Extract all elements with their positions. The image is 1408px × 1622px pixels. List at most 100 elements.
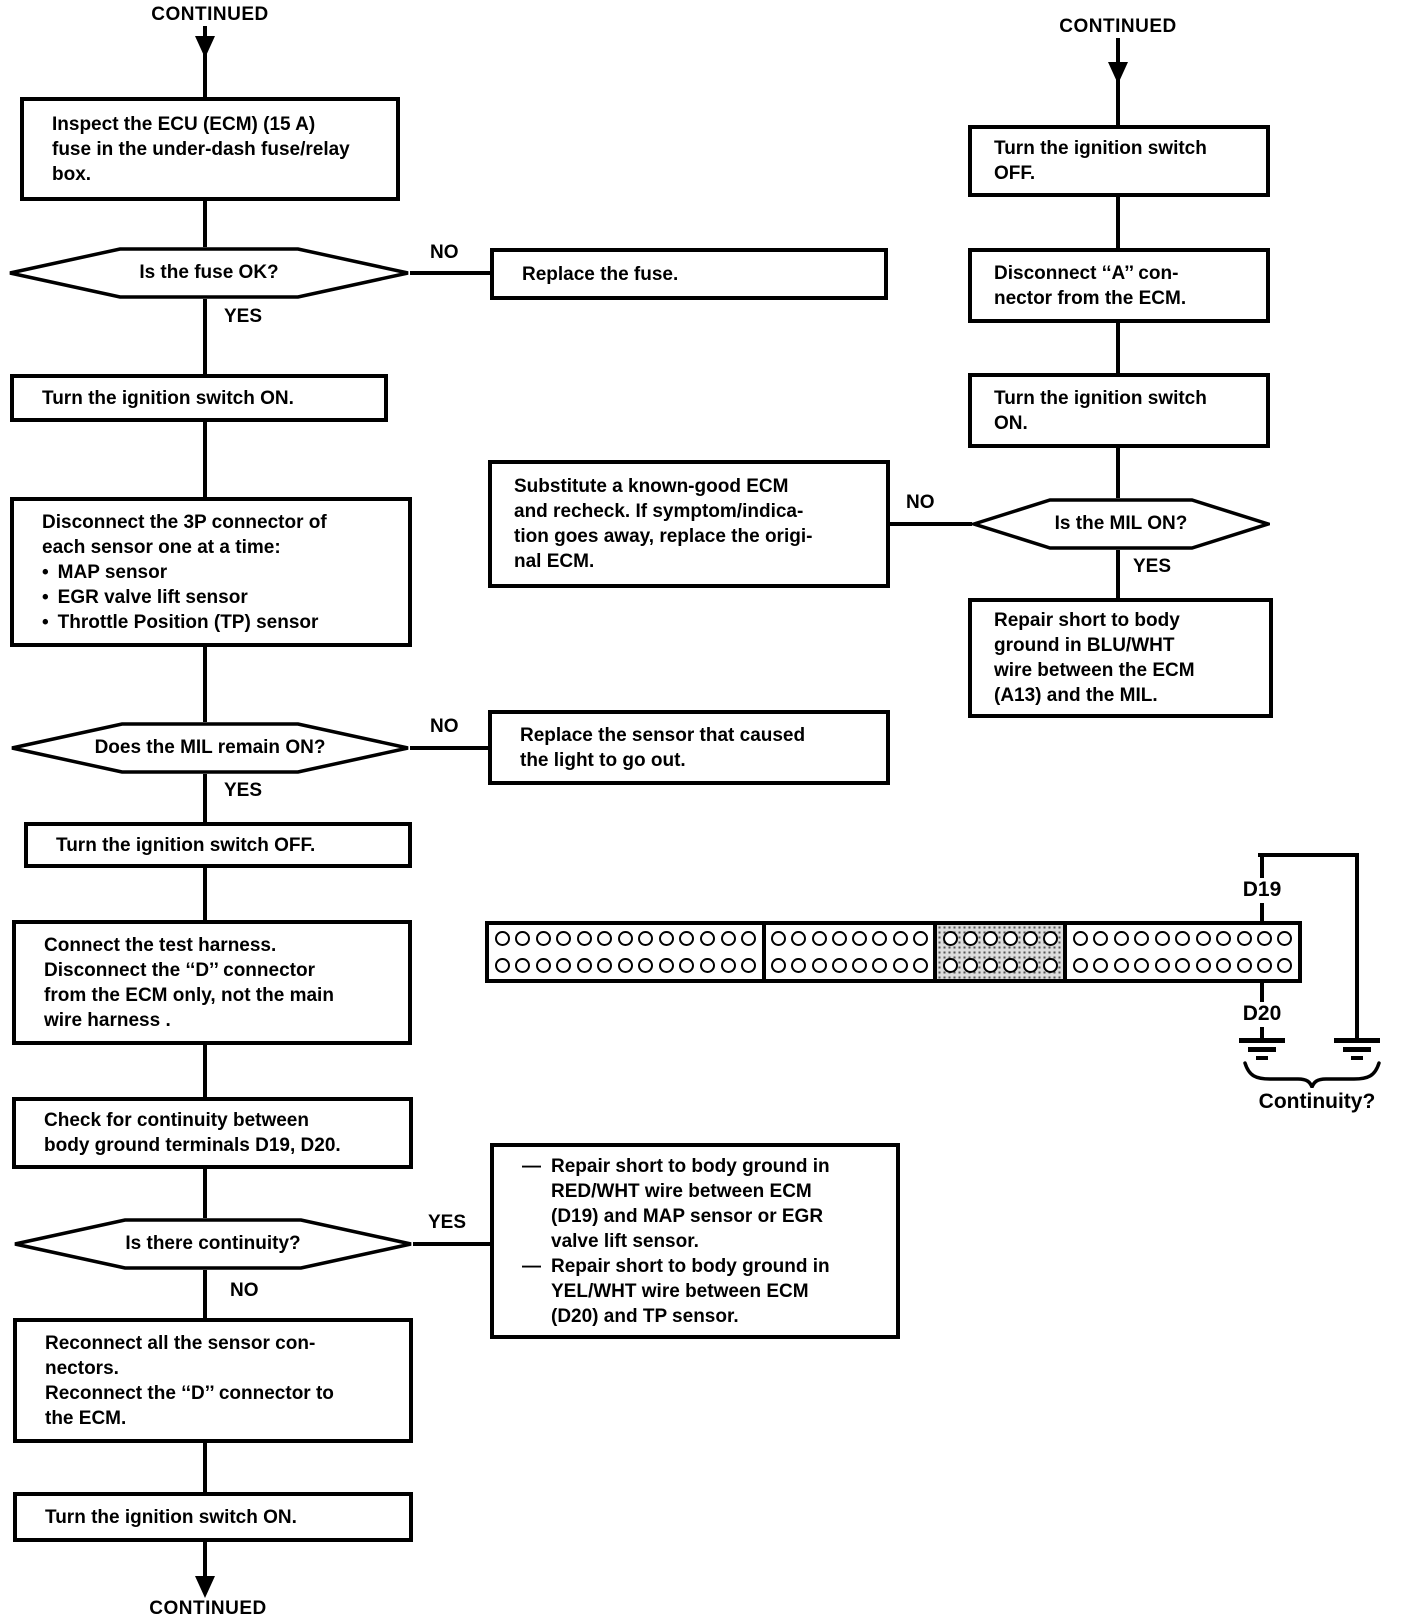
connector-pin [831, 931, 847, 946]
d19-wire [1260, 903, 1264, 921]
connector-line [203, 299, 207, 374]
d19-ground-wire [1355, 853, 1359, 1040]
connector-line [890, 522, 972, 526]
connector-pin [962, 958, 978, 973]
sensor-name: EGR valve lift sensor [57, 586, 248, 608]
connector-pin [576, 931, 592, 946]
step-text: Disconnect ‘‘A’’ con- nector from the EC… [994, 262, 1187, 309]
connector-pin [1093, 931, 1109, 946]
continued-top-right-label: CONTINUED [1059, 16, 1177, 37]
step-text: Turn the ignition switch OFF. [994, 138, 1207, 184]
connector-pin [700, 958, 716, 973]
continued-bottom-label: CONTINUED [149, 1598, 267, 1619]
repair-item: — Repair short to body ground in YEL/WHT… [522, 1254, 888, 1329]
connector-pin [741, 958, 757, 973]
connector-pin [791, 931, 807, 946]
repair-item: — Repair short to body ground in RED/WHT… [522, 1154, 888, 1254]
hexagon-shape [11, 722, 409, 774]
label-yes: YES [1133, 556, 1172, 577]
continuity-question-label: Continuity? [1258, 1090, 1376, 1113]
underbrace-icon [1243, 1061, 1381, 1088]
connector-line [1116, 197, 1120, 248]
repair-text: Repair short to body ground in RED/WHT w… [551, 1155, 830, 1252]
connector-pin [1002, 958, 1018, 973]
connector-line [1116, 448, 1120, 498]
sensor-name: Throttle Position (TP) sensor [57, 611, 319, 633]
pin-label-d19: D19 [1242, 878, 1282, 901]
connector-pin [982, 958, 998, 973]
connector-pin [1256, 931, 1272, 946]
decision-is-fuse-ok: Is the fuse OK? [8, 247, 410, 299]
connector-pin [913, 958, 929, 973]
connector-pin [892, 958, 908, 973]
connector-line [203, 201, 207, 247]
hexagon-shape [9, 247, 409, 299]
connector-pin [535, 931, 551, 946]
connector-section-shaded [933, 925, 1064, 979]
connector-pin [1277, 958, 1293, 973]
step-text: Turn the ignition switch OFF. [56, 834, 316, 856]
step-text: Inspect the ECU (ECM) (15 A) fuse in the… [52, 113, 350, 185]
d20-wire [1260, 1027, 1264, 1040]
connector-pin [811, 931, 827, 946]
d19-ground-wire [1258, 853, 1359, 857]
connector-pin [556, 958, 572, 973]
continued-top-left-label: CONTINUED [151, 4, 269, 25]
connector-line [410, 746, 488, 750]
sensor-list-item: •EGR valve lift sensor [42, 585, 400, 610]
connector-pin [1023, 931, 1038, 946]
connector-line [203, 868, 207, 920]
bullet-icon: • [42, 611, 49, 633]
step-text: Disconnect the 3P connector of each sens… [42, 511, 327, 558]
label-yes: YES [224, 780, 263, 801]
step-text: Turn the ignition switch ON. [42, 387, 294, 409]
repair-text: Repair short to body ground in YEL/WHT w… [551, 1255, 830, 1327]
d19-wire [1260, 857, 1264, 878]
label-yes: YES [428, 1212, 467, 1233]
connector-pin [494, 958, 510, 973]
connector-pin [831, 958, 847, 973]
action-substitute-ecm: Substitute a known-good ECM and recheck.… [488, 460, 890, 588]
connector-pin [1043, 931, 1059, 946]
connector-pin [1175, 931, 1191, 946]
label-no: NO [430, 242, 459, 263]
connector-line [410, 271, 490, 275]
connector-pin [617, 958, 633, 973]
label-no: NO [906, 492, 935, 513]
decision-is-there-continuity: Is there continuity? [13, 1218, 413, 1270]
ecm-connector-strip [485, 921, 1302, 983]
decision-text: Is the MIL ON? [1054, 513, 1188, 534]
connector-pin [770, 931, 786, 946]
sensor-list-item: • MAP sensor [42, 560, 400, 585]
action-replace-fuse: Replace the fuse. [490, 248, 888, 300]
step-ignition-off-right: Turn the ignition switch OFF. [968, 125, 1270, 197]
hexagon-shape [14, 1218, 412, 1270]
sensor-name: MAP sensor [57, 561, 168, 583]
connector-pin [1154, 931, 1170, 946]
hexagon-shape [972, 498, 1270, 550]
connector-pin [1072, 931, 1088, 946]
connector-pin [852, 931, 868, 946]
step-ignition-off-left: Turn the ignition switch OFF. [24, 822, 412, 868]
step-inspect-ecu-fuse: Inspect the ECU (ECM) (15 A) fuse in the… [20, 97, 400, 201]
connector-section [1063, 925, 1298, 979]
connector-pin [576, 958, 592, 973]
connector-pin [1093, 958, 1109, 973]
action-repair-short-red-yel: — Repair short to body ground in RED/WHT… [490, 1143, 900, 1339]
connector-line [203, 1045, 207, 1097]
connector-pin [791, 958, 807, 973]
connector-pin [1216, 931, 1232, 946]
bullet-icon: • [42, 561, 49, 583]
connector-pin [852, 958, 868, 973]
connector-pin [1043, 958, 1059, 973]
connector-pin [892, 931, 908, 946]
step-ignition-on-right: Turn the ignition switch ON. [968, 373, 1270, 448]
connector-pin [515, 958, 531, 973]
step-text: Turn the ignition switch ON. [45, 1506, 297, 1528]
step-text: Check for continuity between body ground… [44, 1110, 341, 1156]
connector-line [413, 1242, 490, 1246]
connector-pin [617, 931, 633, 946]
connector-line [203, 647, 207, 722]
connector-pin [811, 958, 827, 973]
